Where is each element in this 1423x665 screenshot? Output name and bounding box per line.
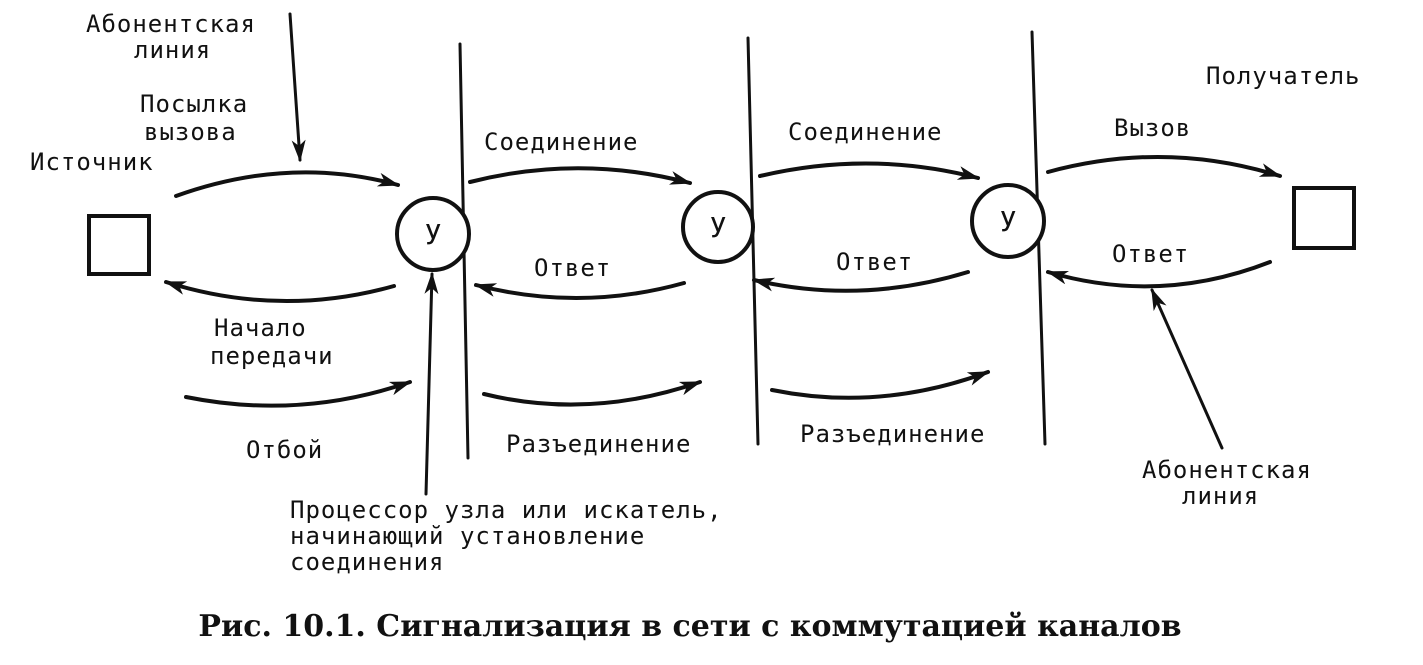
node-3-circle [970, 183, 1046, 259]
node-3-label: У [1000, 205, 1017, 238]
arrow-call [1046, 155, 1282, 178]
node-1-label: У [425, 218, 442, 251]
arrow-start-transmission [164, 280, 396, 303]
arrow-connection-1 [468, 166, 692, 185]
arrow-connection-2 [758, 161, 980, 180]
label-send-call-1: Посылка [140, 90, 248, 118]
label-subscriber-line-top-2: линия [134, 36, 211, 64]
node-2-circle [681, 190, 755, 264]
label-processor-1: Процессор узла или искатель, [290, 496, 723, 524]
arrow-send-call [174, 170, 400, 198]
node-1-circle [395, 196, 471, 272]
label-hangup: Отбой [246, 436, 323, 464]
label-answer-1: Ответ [534, 254, 611, 282]
label-start-transmission-1: Начало [214, 314, 307, 342]
label-subscriber-line-top-1: Абонентская [86, 10, 256, 38]
label-send-call-2: вызова [144, 118, 237, 146]
arrow-answer-1 [474, 281, 686, 301]
arrow-hangup [184, 380, 412, 408]
label-disconnection-2: Разъединение [800, 420, 985, 448]
label-disconnection-1: Разъединение [506, 430, 691, 458]
label-connection-2: Соединение [788, 118, 943, 146]
label-answer-3: Ответ [1112, 240, 1189, 268]
figure-caption: Рис. 10.1. Сигнализация в сети с коммута… [198, 609, 1181, 644]
node-2-label: У [710, 211, 727, 244]
pointer-subscriber-line-top [288, 12, 306, 162]
label-subscriber-line-bottom-1: Абонентская [1142, 456, 1312, 484]
label-start-transmission-2: передачи [210, 342, 334, 370]
label-call: Вызов [1114, 114, 1191, 142]
label-subscriber-line-bottom-2: линия [1182, 482, 1259, 510]
label-connection-1: Соединение [484, 128, 639, 156]
arrow-disconnection-2 [770, 370, 990, 400]
pointer-processor [424, 272, 439, 496]
label-processor-3: соединения [290, 548, 445, 576]
label-processor-2: начинающий установление [290, 522, 645, 550]
pointer-subscriber-line-bottom [1150, 288, 1224, 450]
node-2-line [746, 36, 760, 446]
arrow-answer-2 [752, 270, 970, 293]
arrow-disconnection-1 [482, 380, 702, 407]
label-receiver: Получатель [1206, 62, 1361, 90]
label-source: Источник [30, 148, 154, 176]
source-terminal [87, 214, 151, 276]
arrow-answer-3 [1046, 260, 1272, 289]
label-answer-2: Ответ [836, 248, 913, 276]
receiver-terminal [1292, 186, 1356, 250]
